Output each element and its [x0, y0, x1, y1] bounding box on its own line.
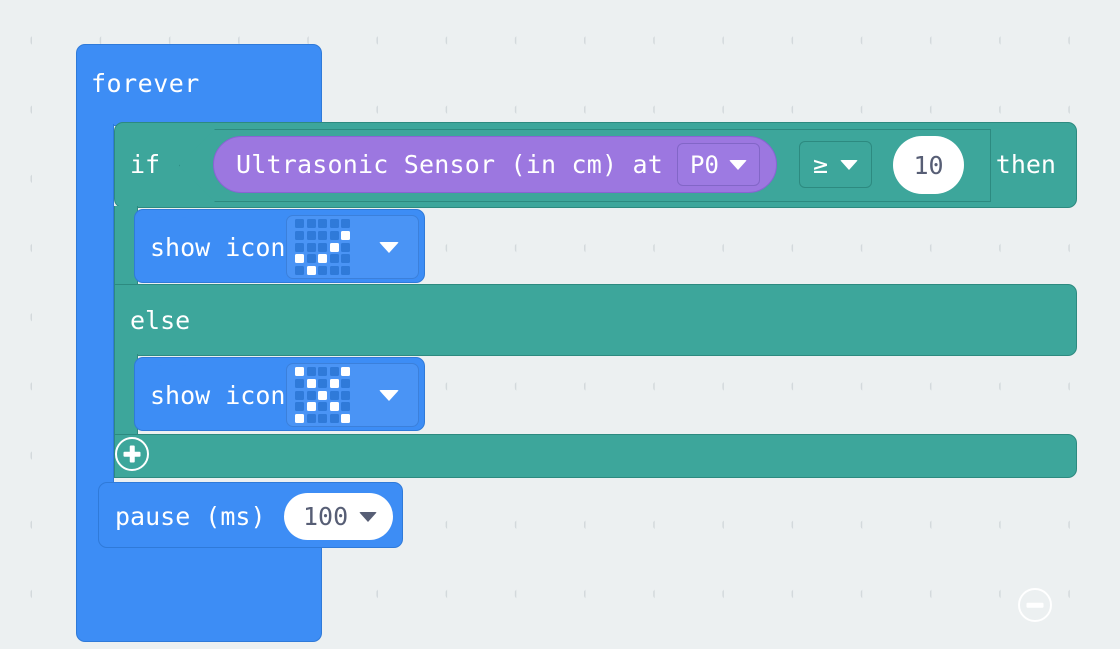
- cross-x-icon: [295, 367, 351, 423]
- led-cell: [306, 367, 316, 377]
- operator-dropdown[interactable]: ≥: [799, 141, 873, 188]
- plus-circle-icon[interactable]: [115, 437, 149, 471]
- led-cell: [329, 390, 339, 400]
- led-cell: [318, 390, 328, 400]
- compare-value-input[interactable]: 10: [893, 136, 964, 194]
- led-cell: [329, 230, 339, 240]
- led-cell: [329, 378, 339, 388]
- show-icon-block-false[interactable]: show icon: [134, 357, 425, 431]
- show-icon-notch: [155, 358, 189, 366]
- led-cell: [306, 254, 316, 264]
- led-cell: [295, 265, 304, 275]
- led-cell: [306, 242, 316, 252]
- if-condition-slot[interactable]: Ultrasonic Sensor (in cm) at P0 ≥ 10: [179, 129, 991, 202]
- pin-dropdown-value: P0: [690, 150, 719, 179]
- led-cell: [295, 378, 304, 388]
- led-cell: [295, 254, 304, 264]
- forever-label: forever: [91, 69, 200, 98]
- led-cell: [318, 402, 328, 412]
- pin-dropdown[interactable]: P0: [677, 143, 760, 186]
- led-cell: [329, 242, 339, 252]
- led-cell: [295, 413, 304, 423]
- led-cell: [329, 265, 339, 275]
- led-matrix-dropdown-false[interactable]: [286, 363, 419, 427]
- led-cell: [318, 230, 328, 240]
- led-cell: [306, 219, 316, 229]
- chevron-down-icon: [359, 511, 378, 522]
- led-cell: [306, 413, 316, 423]
- led-cell: [306, 265, 316, 275]
- chevron-down-icon: [379, 242, 399, 253]
- led-cell: [295, 242, 304, 252]
- led-cell: [329, 413, 339, 423]
- chevron-down-icon: [379, 390, 399, 401]
- compare-value-text: 10: [913, 150, 944, 180]
- led-cell: [341, 367, 351, 377]
- led-cell: [341, 265, 351, 275]
- led-cell: [329, 402, 339, 412]
- led-cell: [329, 219, 339, 229]
- minus-circle-icon[interactable]: [1018, 588, 1052, 622]
- ultrasonic-sensor-label: Ultrasonic Sensor (in cm) at: [236, 150, 664, 179]
- led-cell: [341, 402, 351, 412]
- plus-bar-vertical: [129, 445, 135, 463]
- led-cell: [341, 254, 351, 264]
- led-cell: [329, 367, 339, 377]
- led-cell: [295, 230, 304, 240]
- ultrasonic-sensor-reporter-block[interactable]: Ultrasonic Sensor (in cm) at P0: [213, 136, 777, 193]
- then-label: then: [995, 150, 1056, 179]
- if-block-footer[interactable]: [114, 434, 1077, 478]
- led-cell: [318, 254, 328, 264]
- pause-notch: [119, 483, 153, 491]
- pause-value-input[interactable]: 100: [284, 493, 394, 540]
- led-cell: [341, 219, 351, 229]
- led-cell: [306, 402, 316, 412]
- check-mark-icon: [295, 219, 351, 275]
- led-cell: [295, 219, 304, 229]
- led-matrix-dropdown-true[interactable]: [286, 215, 419, 279]
- led-cell: [318, 367, 328, 377]
- led-cell: [295, 367, 304, 377]
- led-cell: [318, 265, 328, 275]
- chevron-down-icon: [840, 159, 859, 170]
- led-cell: [341, 242, 351, 252]
- led-cell: [306, 390, 316, 400]
- led-cell: [341, 230, 351, 240]
- chevron-down-icon: [728, 159, 747, 170]
- led-cell: [318, 242, 328, 252]
- led-cell: [318, 219, 328, 229]
- pause-value-text: 100: [303, 502, 349, 531]
- led-cell: [341, 390, 351, 400]
- show-icon-label: show icon: [150, 381, 286, 410]
- operator-dropdown-value: ≥: [813, 150, 829, 179]
- led-cell: [295, 402, 304, 412]
- led-cell: [306, 378, 316, 388]
- led-cell: [318, 413, 328, 423]
- pause-label: pause (ms): [115, 502, 266, 531]
- led-cell: [341, 378, 351, 388]
- else-branch-header[interactable]: else: [114, 284, 1077, 622]
- show-icon-block-true[interactable]: show icon: [134, 209, 425, 283]
- led-cell: [341, 413, 351, 423]
- else-label: else: [130, 306, 191, 335]
- forever-block-header[interactable]: forever: [76, 44, 322, 126]
- minus-bar: [1026, 602, 1044, 608]
- if-label: if: [130, 150, 161, 179]
- led-cell: [329, 254, 339, 264]
- pause-block[interactable]: pause (ms) 100: [98, 482, 403, 548]
- show-icon-notch: [155, 210, 189, 218]
- show-icon-label: show icon: [150, 233, 286, 262]
- led-cell: [318, 378, 328, 388]
- led-cell: [306, 230, 316, 240]
- led-cell: [295, 390, 304, 400]
